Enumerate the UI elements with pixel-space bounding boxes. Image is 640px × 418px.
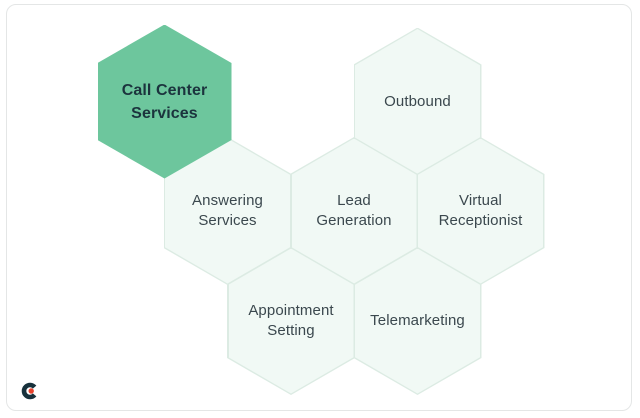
clutch-c-logo-icon: [21, 382, 37, 400]
hexagon-lead-generation-label: Lead Generation: [316, 192, 392, 229]
hexagon-virtual-receptionist-label: Virtual Receptionist: [438, 192, 523, 229]
diagram-card: Outbound Answering Services Lead Generat…: [6, 4, 632, 411]
hexagon-appointment-setting-label: Appointment Setting: [248, 302, 334, 339]
hexagon-lead-generation: Lead Generation: [290, 137, 418, 285]
hexagon-telemarketing-label: Telemarketing: [370, 312, 465, 329]
hexagon-outbound-label: Outbound: [384, 92, 451, 110]
hexagon-call-center-services-label: Call Center Services: [121, 81, 208, 122]
hexagon-answering-services-label: Answering Services: [192, 192, 263, 229]
